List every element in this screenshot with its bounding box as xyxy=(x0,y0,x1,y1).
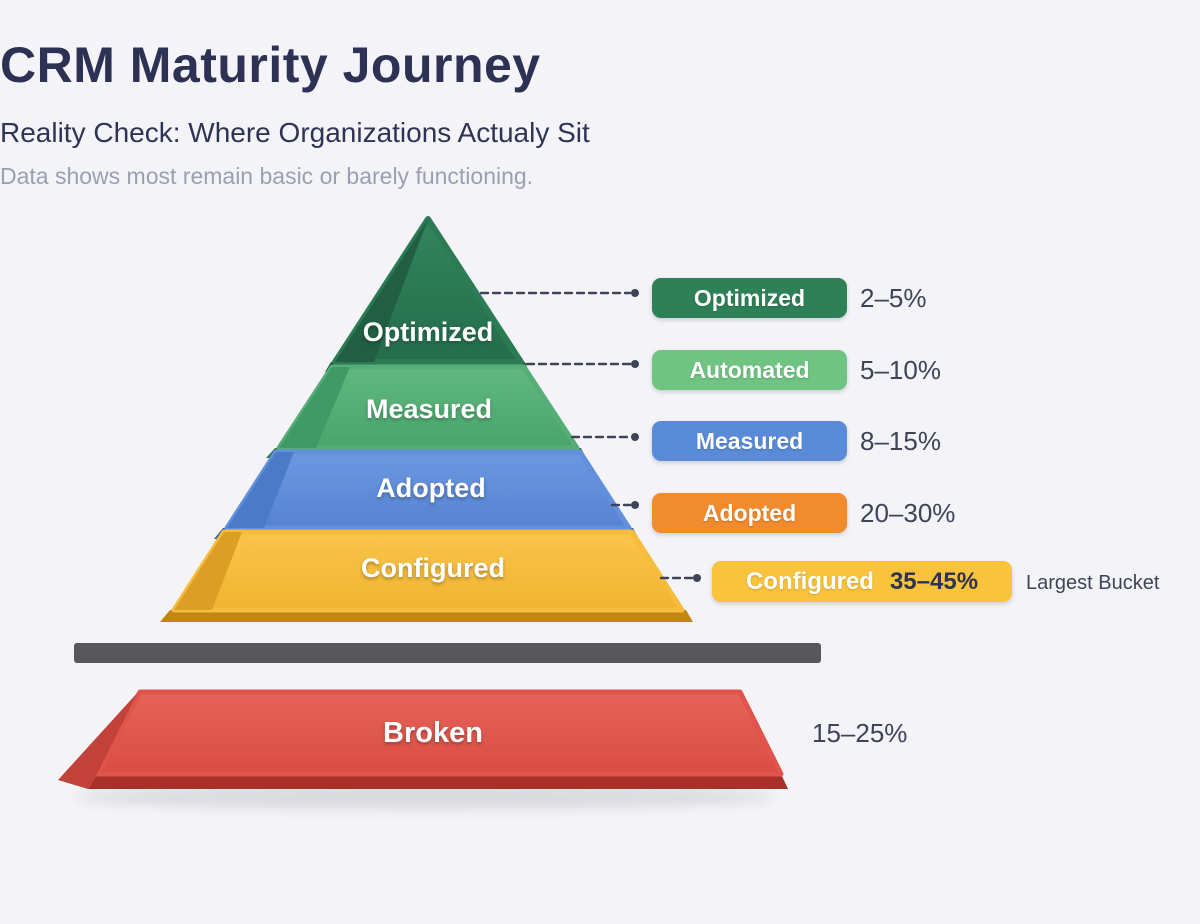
broken-slab-shadow xyxy=(75,785,775,809)
pyramid-label-adopted: Adopted xyxy=(376,473,486,503)
legend-badge-measured-label: Measured xyxy=(695,427,804,454)
page-caption: Data shows most remain basic or barely f… xyxy=(0,163,534,189)
legend-badge-configured-range: 35–45% xyxy=(889,567,979,595)
pyramid-label-configured: Configured xyxy=(361,553,505,583)
legend-badge-automated-label: Automated xyxy=(689,356,810,383)
legend-badge-automated: Automated xyxy=(652,350,847,390)
broken-slab-face xyxy=(94,689,784,777)
broken-slab-bevel xyxy=(58,692,138,789)
pyramid-tier-configured-bevel xyxy=(174,532,242,610)
legend-range-automated: 5–10% xyxy=(860,355,941,385)
largest-bucket-note: Largest Bucket xyxy=(1026,572,1160,594)
legend-badge-measured: Measured xyxy=(652,421,847,461)
pyramid-label-measured: Measured xyxy=(365,394,493,424)
legend-range-measured: 8–15% xyxy=(860,426,941,456)
legend-badge-configured: Configured 35–45% xyxy=(712,561,1012,602)
broken-slab-lip xyxy=(88,774,788,789)
legend-range-optimized: 2–5% xyxy=(860,283,927,313)
pyramid-tier-adopted-bevel xyxy=(227,452,294,528)
legend-badge-configured-label: Configured xyxy=(745,567,874,595)
connector-dot-configured xyxy=(693,574,701,582)
legend-badge-adopted-label: Adopted xyxy=(702,499,797,526)
pyramid-tier-optimized-bevel xyxy=(335,219,428,362)
page-subtitle: Reality Check: Where Organizations Actua… xyxy=(0,117,590,148)
legend-badge-optimized-label: Optimized xyxy=(693,284,806,311)
broken-slab-label: Broken xyxy=(383,717,483,749)
legend-range-adopted: 20–30% xyxy=(860,498,956,528)
connector-dot-optimized xyxy=(631,289,639,297)
pyramid-tier-configured-lip xyxy=(160,610,693,622)
connector-dot-automated xyxy=(631,360,639,368)
pyramid-tier-adopted-face xyxy=(224,449,632,531)
pyramid-label-optimized: Optimized xyxy=(362,317,494,347)
broken-range: 15–25% xyxy=(812,718,908,748)
pyramid-tier-measured-bevel xyxy=(279,367,350,448)
page-title: CRM Maturity Journey xyxy=(0,37,541,93)
connector-dot-measured xyxy=(631,433,639,441)
legend-badge-adopted: Adopted xyxy=(652,493,847,533)
legend-badge-optimized: Optimized xyxy=(652,278,847,318)
connector-dot-adopted xyxy=(631,501,639,509)
divider-bar xyxy=(74,643,821,663)
pyramid-tier-measured-face xyxy=(276,364,580,451)
